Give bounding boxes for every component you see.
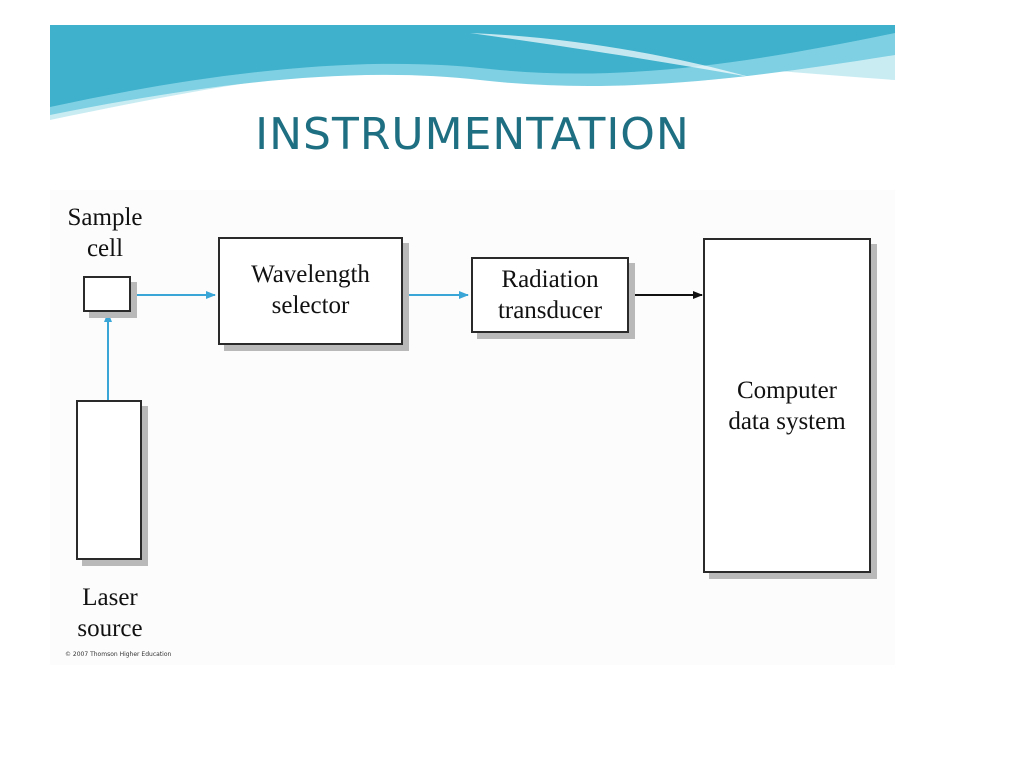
sample-cell-label: Sample cell: [55, 202, 155, 264]
computer-data-system-label: Computer data system: [705, 375, 869, 437]
slide-title: INSTRUMENTATION: [255, 109, 690, 160]
connection-arrows: [104, 291, 703, 400]
laser-source-label-line2: source: [77, 615, 143, 642]
copyright-notice: © 2007 Thomson Higher Education: [65, 651, 172, 658]
sample-cell-label-line1: Sample: [67, 204, 143, 231]
sample-cell-box: [83, 276, 131, 312]
radiation-transducer-label-line1: Radiation: [501, 266, 599, 293]
laser-source-label-line1: Laser: [82, 584, 138, 611]
wavelength-selector-box: Wavelength selector: [218, 237, 403, 345]
block-diagram: Sample cell Wavelength selector Radiatio…: [50, 190, 895, 665]
radiation-transducer-label: Radiation transducer: [473, 264, 627, 326]
slide: INSTRUMENTATION Sample cell: [50, 25, 895, 665]
radiation-transducer-label-line2: transducer: [497, 297, 603, 324]
banner-wave-deep: [50, 25, 895, 107]
computer-data-system-box: Computer data system: [703, 238, 871, 573]
laser-source-label: Laser source: [60, 582, 160, 644]
wavelength-selector-label-line1: Wavelength: [251, 261, 370, 288]
computer-data-system-label-line1: Computer: [737, 377, 837, 404]
wavelength-selector-label-line2: selector: [271, 292, 350, 319]
sample-cell-label-line2: cell: [86, 235, 124, 262]
wavelength-selector-label: Wavelength selector: [220, 259, 401, 321]
header-banner: [50, 25, 895, 125]
computer-data-system-label-line2: data system: [728, 408, 846, 435]
radiation-transducer-box: Radiation transducer: [471, 257, 629, 333]
laser-source-box: [76, 400, 142, 560]
